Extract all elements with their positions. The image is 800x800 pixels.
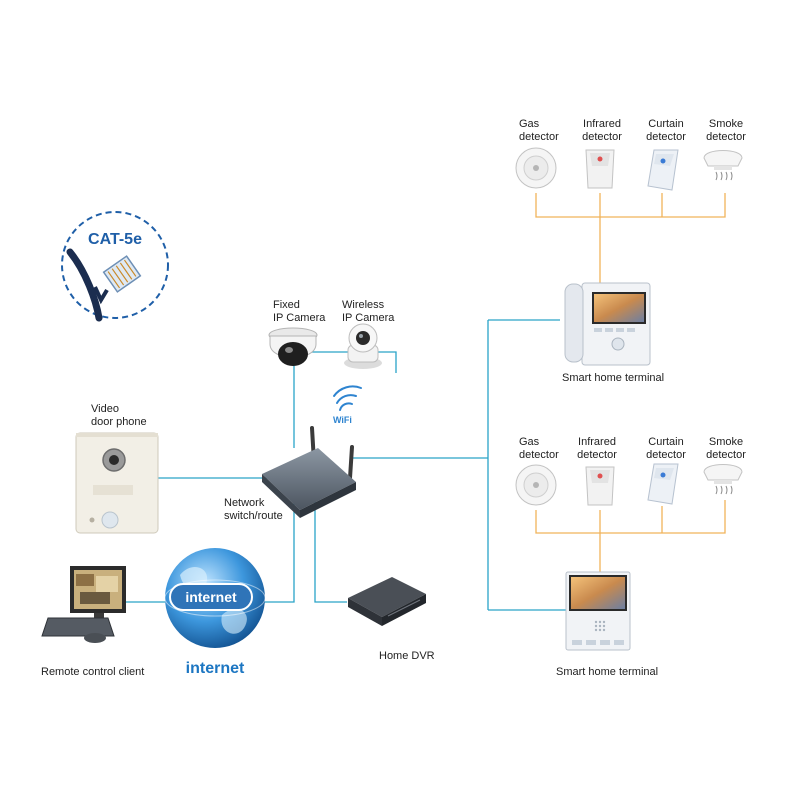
internet-caption: internet: [185, 660, 245, 677]
wifi-label: WiFi: [333, 415, 352, 425]
bottom-terminal-device: [565, 571, 631, 651]
bottom-pir-detector-icon: [585, 466, 615, 506]
video-door-phone-label: Video door phone: [91, 403, 147, 428]
top-terminal-device: [564, 282, 651, 366]
bottom-smoke-detector-icon: [703, 464, 743, 495]
cat5e-label: CAT-5e: [88, 231, 142, 248]
router-icon: [262, 426, 356, 518]
bottom-terminal-label: Smart home terminal: [556, 666, 659, 678]
bottom-smoke-detector-label: Smoke detector: [706, 436, 746, 461]
switch-label: Network switch/route: [224, 497, 283, 522]
ethernet-cable-icon: [66, 248, 142, 322]
bottom-gas-detector-icon: [515, 464, 557, 506]
wireless-camera-label: Wireless IP Camera: [342, 299, 395, 324]
pc-monitor-icon: [41, 566, 126, 643]
video-door-phone-device: [75, 432, 159, 534]
fixed-camera-label: Fixed IP Camera: [273, 299, 326, 324]
top-curtain-detector-label: Curtain detector: [646, 118, 686, 143]
top-gas-detector-label: Gas detector: [519, 118, 559, 143]
cat5e-badge: [61, 211, 169, 322]
globe-text: internet: [185, 589, 237, 605]
terminal-nav-button-icon: [611, 337, 625, 351]
dome-camera-icon: [268, 327, 318, 366]
dvr-icon: [348, 577, 426, 626]
line-switch-dvr: [314, 500, 347, 603]
top-terminal-label: Smart home terminal: [562, 372, 665, 384]
globe-icon: [164, 548, 266, 648]
bottom-gas-detector-label: Gas detector: [519, 436, 559, 461]
call-button-icon: [101, 511, 119, 529]
remote-client-label: Remote control client: [41, 666, 145, 678]
wireless-camera-icon: [344, 323, 382, 369]
dvr-label: Home DVR: [379, 650, 435, 662]
top-infrared-detector-label: Infrared detector: [582, 118, 622, 143]
top-pir-detector-icon: [585, 149, 615, 189]
top-smoke-detector-icon: [703, 150, 743, 181]
wifi-icon: [333, 385, 362, 411]
bottom-infrared-detector-label: Infrared detector: [577, 436, 617, 461]
bottom-curtain-detector-label: Curtain detector: [646, 436, 686, 461]
top-gas-detector-icon: [515, 147, 557, 189]
top-curtain-detector-icon: [647, 149, 679, 191]
sensor-bus-top: [535, 193, 726, 283]
top-smoke-detector-label: Smoke detector: [706, 118, 746, 143]
sensor-bus-bottom: [535, 500, 726, 572]
bottom-curtain-detector-icon: [647, 463, 679, 505]
